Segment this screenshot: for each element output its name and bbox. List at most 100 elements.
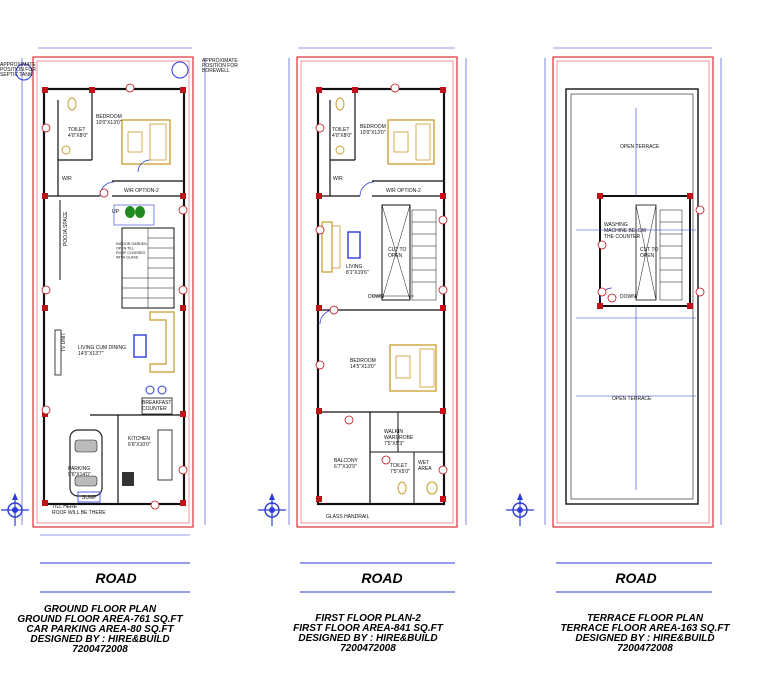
open-terrace-top-label: OPEN TERRACE xyxy=(620,144,660,150)
text-line: 10'0"X13'0" xyxy=(96,120,122,126)
text-line: ROOF WILL BE THERE xyxy=(52,510,106,516)
down-label: DOWN xyxy=(368,294,384,300)
text-line: MACHINE BELOW xyxy=(604,228,647,234)
wr-label: W/R xyxy=(62,176,72,182)
text-line: 7200472008 xyxy=(72,644,128,655)
text-line: WASHING xyxy=(604,222,628,228)
wr-label: W/R xyxy=(333,176,343,182)
text-line: BEDROOM xyxy=(350,358,376,364)
road-label: ROAD xyxy=(95,570,136,586)
text-line: BEDROOM xyxy=(360,124,386,130)
text-line: COUNTER xyxy=(142,406,167,412)
text-line: CAR PARKING AREA-80 SQ.FT xyxy=(26,624,174,635)
car-icon xyxy=(69,429,103,497)
text-line: TERRACE FLOOR PLAN xyxy=(587,613,704,624)
text-line: 9'6"X14'0" xyxy=(68,472,91,478)
text-line: THE COUNTER xyxy=(604,234,641,240)
text-line: WITH GLASS xyxy=(116,256,139,260)
text-line: 14'5"X13'0" xyxy=(350,364,376,370)
text-line: INDOOR GARDEN xyxy=(116,242,147,246)
text-line: SEPTIC TANK xyxy=(0,72,33,78)
plot-boundary xyxy=(32,56,194,528)
stair-block xyxy=(599,195,691,307)
text-line: OPEN xyxy=(388,253,403,259)
text-line: KITCHEN xyxy=(128,436,150,442)
text-line: 14'5"X13'7" xyxy=(78,351,104,357)
text-line: PARKING xyxy=(68,466,90,472)
text-line: WALKIN xyxy=(384,429,403,435)
wr-option-label: W/R OPTION-2 xyxy=(386,188,421,194)
text-line: 6'6"X10'0" xyxy=(128,442,151,448)
text-line: DESIGNED BY : HIRE&BUILD xyxy=(30,634,169,645)
text-line: 8'1"X19'6" xyxy=(346,270,369,276)
text-line: GROUND FLOOR PLAN xyxy=(44,604,157,615)
text-line: APPROXIMATE xyxy=(0,62,36,68)
bed-icon xyxy=(387,119,435,165)
text-line: POSITION FOR xyxy=(202,63,238,69)
text-line: FIRST FLOOR PLAN-2 xyxy=(315,613,421,624)
text-line: 6'7"X10'9" xyxy=(334,464,357,470)
text-line: CUT TO xyxy=(388,247,406,253)
text-line: FIRST FLOOR AREA-841 SQ.FT xyxy=(293,623,444,634)
tv-label: TV UNIT xyxy=(61,333,67,352)
text-line: LIVING CUM DINING xyxy=(78,345,126,351)
text-line: 7'5"X5'3" xyxy=(384,441,404,447)
text-line: OPEN xyxy=(640,253,655,259)
outer-walls xyxy=(42,87,186,506)
text-line: TERRACE FLOOR AREA-163 SQ.FT xyxy=(560,623,730,634)
outer-walls xyxy=(565,88,699,505)
text-line: TOILET xyxy=(390,463,407,469)
text-line: WET xyxy=(418,460,429,466)
text-line: BALCONY xyxy=(334,458,359,464)
text-line: ROOF COVERED xyxy=(116,251,146,255)
text-line: OPEN TILL xyxy=(116,247,134,251)
text-line: GROUND FLOOR AREA-761 SQ.FT xyxy=(17,614,183,625)
outer-walls xyxy=(316,87,446,506)
text-line: TOILET xyxy=(68,127,85,133)
text-line: TILL HERE xyxy=(52,504,78,510)
text-line: 10'0"X13'0" xyxy=(360,130,386,136)
open-terrace-bottom-label: OPEN TERRACE xyxy=(612,396,652,402)
road-label: ROAD xyxy=(361,570,402,586)
text-line: 7200472008 xyxy=(340,643,396,654)
sump-label: SUMP xyxy=(82,495,97,501)
up-label: UP xyxy=(112,209,120,215)
plot-boundary xyxy=(296,56,458,528)
text-line: APPROXIMATE xyxy=(202,58,238,64)
plot-boundary xyxy=(552,56,714,528)
text-line: 7200472008 xyxy=(617,643,673,654)
text-line: WARDROBE xyxy=(384,435,414,441)
road-label: ROAD xyxy=(615,570,656,586)
text-line: TOILET xyxy=(332,127,349,133)
text-line: CUT TO xyxy=(640,247,658,253)
text-line: 7'5"X5'0" xyxy=(390,469,410,475)
text-line: DESIGNED BY : HIRE&BUILD xyxy=(298,633,437,644)
text-line: LIVING xyxy=(346,264,363,270)
bed-icon xyxy=(121,119,171,165)
text-line: AREA xyxy=(418,466,432,472)
